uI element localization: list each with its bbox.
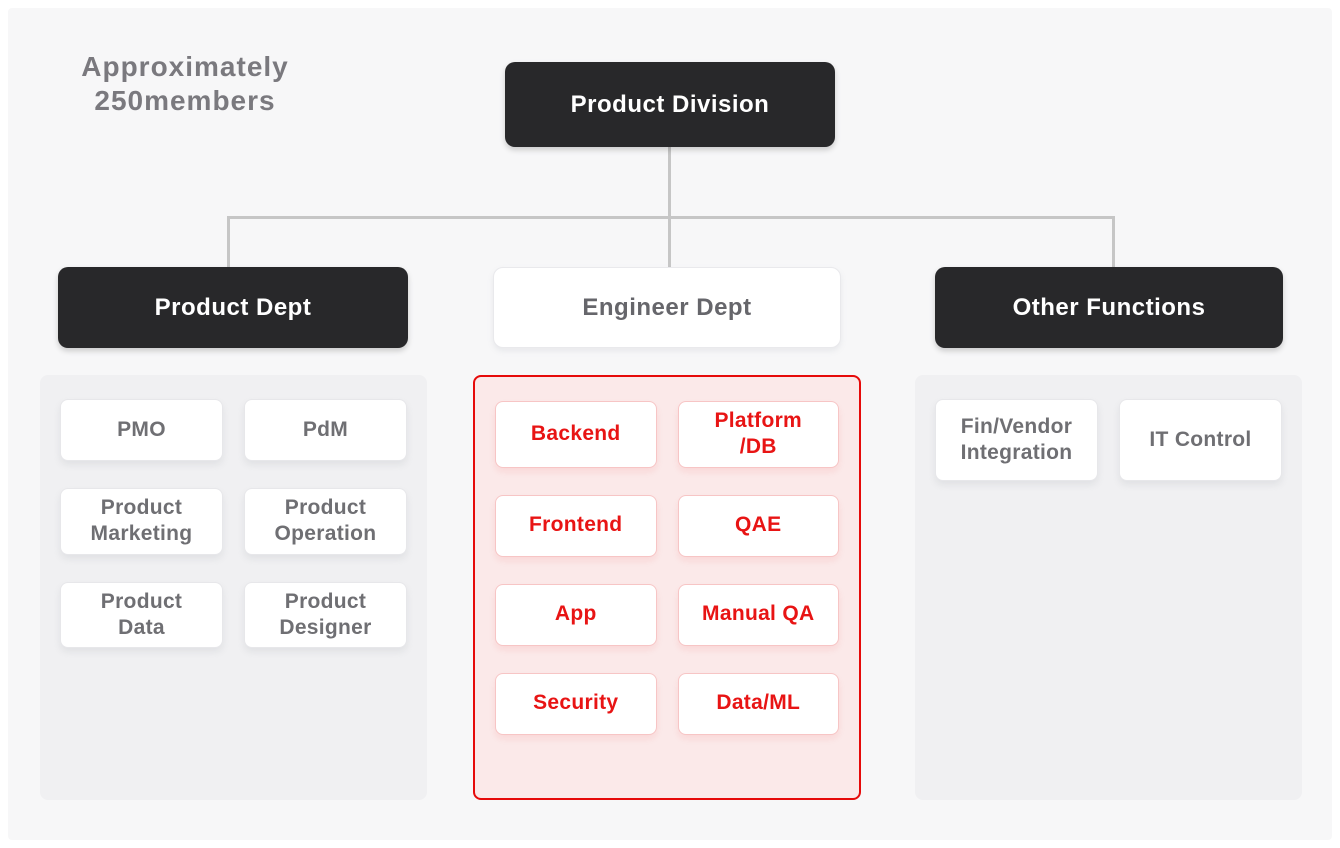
team-box-qae: QAE [677,494,839,557]
root-node-product-division: Product Division [505,62,835,147]
team-box-product-designer: Product Designer [244,581,407,648]
team-box-product-data: Product Data [60,581,223,648]
member-count-label: Approximately 250members [81,51,289,117]
connector-middle-vertical [668,216,671,267]
connector-left-vertical [227,216,230,267]
team-box-pmo: PMO [60,399,223,461]
team-box-manual-qa: Manual QA [677,583,839,646]
connector-root-vertical [668,147,671,217]
connector-horizontal [227,216,1115,219]
dept-box-product-dept: Product Dept [58,267,408,348]
team-box-platform-db: Platform /DB [677,401,839,468]
panel-engineer-dept: Backend Platform /DB Frontend QAE App Ma… [473,375,861,800]
team-box-product-marketing: Product Marketing [60,488,223,555]
dept-box-engineer-dept: Engineer Dept [493,267,841,348]
team-box-backend: Backend [495,401,657,468]
panel-product-dept: PMO PdM Product Marketing Product Operat… [40,375,427,800]
team-box-app: App [495,583,657,646]
dept-box-other-functions: Other Functions [935,267,1283,348]
team-box-data-ml: Data/ML [677,672,839,735]
team-box-it-control: IT Control [1119,399,1282,481]
panel-other-functions: Fin/Vendor Integration IT Control [915,375,1302,800]
team-box-security: Security [495,672,657,735]
team-box-fin-vendor-integration: Fin/Vendor Integration [935,399,1098,481]
team-box-frontend: Frontend [495,494,657,557]
connector-right-vertical [1112,216,1115,267]
team-box-pdm: PdM [244,399,407,461]
team-box-product-operation: Product Operation [244,488,407,555]
